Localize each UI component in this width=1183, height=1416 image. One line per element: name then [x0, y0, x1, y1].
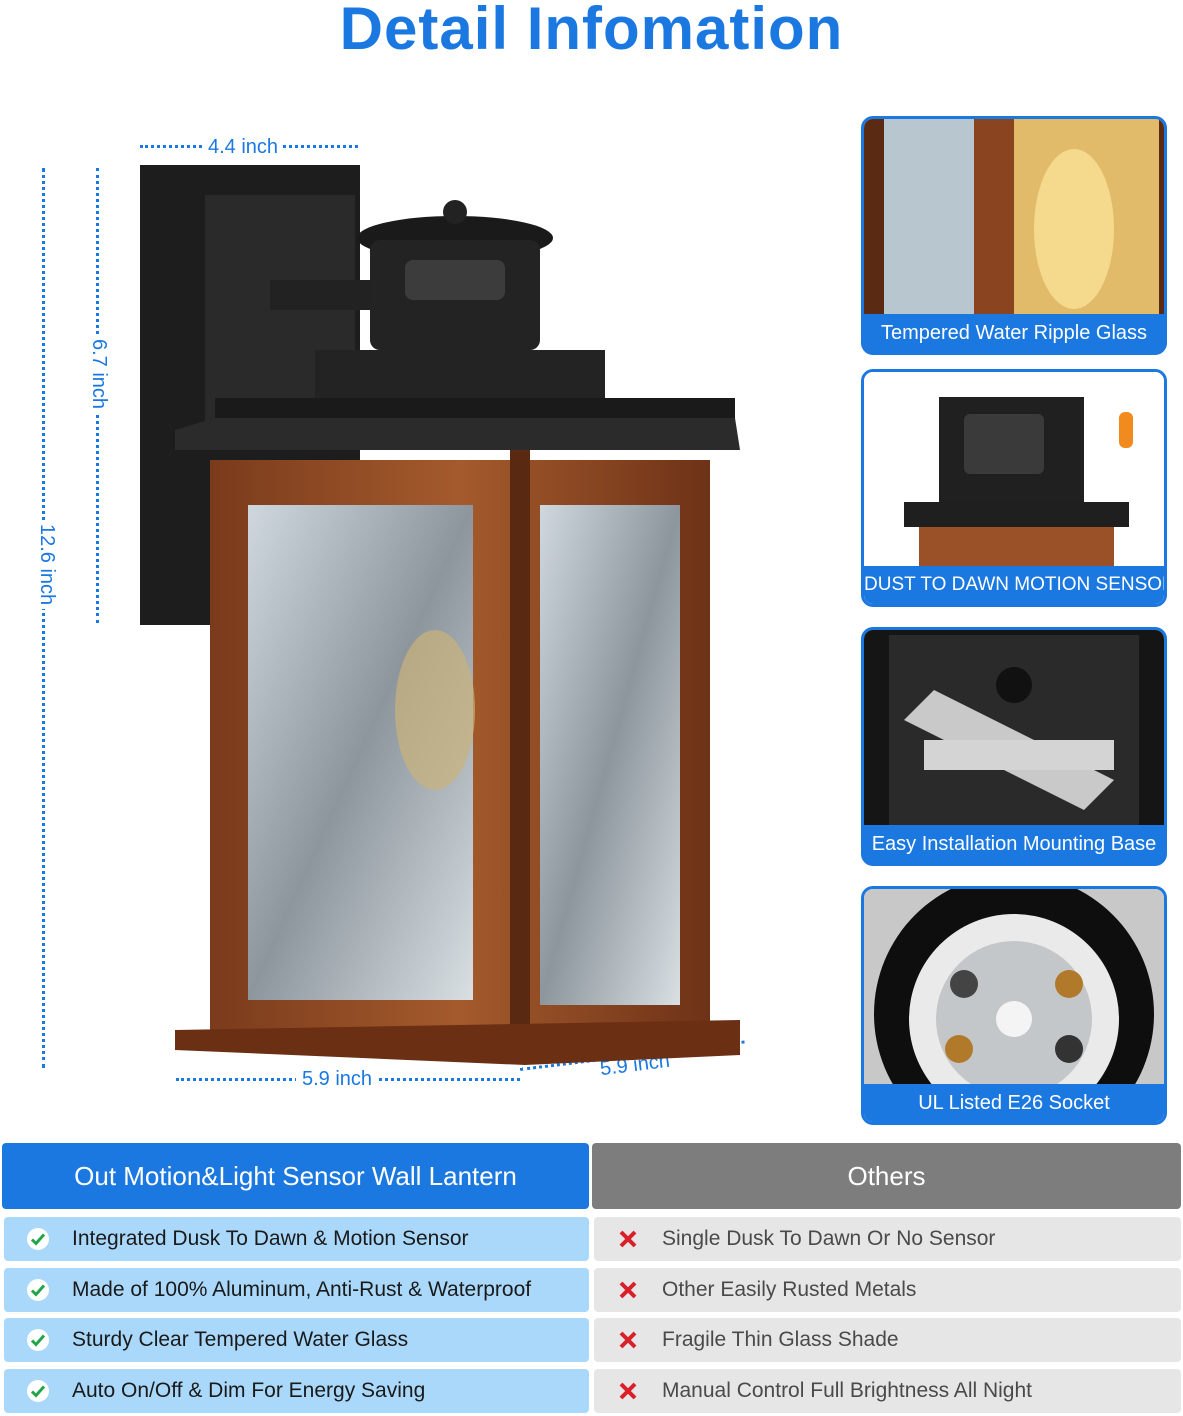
- feature-panel-mounting: Easy Installation Mounting Base: [861, 627, 1167, 866]
- motion-sensor-image: [864, 372, 1164, 604]
- feature-panel-glass: Tempered Water Ripple Glass: [861, 116, 1167, 355]
- dimension-width-bottom-left-label: 5.9 inch: [296, 1068, 379, 1091]
- others-row-text: Other Easily Rusted Metals: [662, 1278, 917, 1301]
- others-row: Manual Control Full Brightness All Night: [594, 1369, 1181, 1413]
- others-header: Others: [592, 1143, 1181, 1209]
- ours-row: Made of 100% Aluminum, Anti-Rust & Water…: [4, 1268, 589, 1312]
- cross-icon: [619, 1331, 637, 1349]
- others-row-text: Single Dusk To Dawn Or No Sensor: [662, 1227, 996, 1250]
- feature-label: DUST TO DAWN MOTION SENSOR: [864, 566, 1164, 604]
- cross-icon: [619, 1281, 637, 1299]
- feature-label: Easy Installation Mounting Base: [864, 825, 1164, 863]
- ours-row: Integrated Dusk To Dawn & Motion Sensor: [4, 1217, 589, 1261]
- others-row: Other Easily Rusted Metals: [594, 1268, 1181, 1312]
- cross-icon: [619, 1230, 637, 1248]
- dimension-height-upper-label: 6.7 inch: [87, 335, 110, 414]
- others-row: Fragile Thin Glass Shade: [594, 1318, 1181, 1362]
- e26-socket-image: [864, 889, 1164, 1122]
- others-row: Single Dusk To Dawn Or No Sensor: [594, 1217, 1181, 1261]
- check-icon: [27, 1279, 49, 1301]
- ripple-glass-image: [864, 119, 1164, 352]
- ours-row: Auto On/Off & Dim For Energy Saving: [4, 1369, 589, 1413]
- dimension-height-total-label: 12.6 inch: [35, 520, 58, 610]
- feature-label: UL Listed E26 Socket: [864, 1084, 1164, 1122]
- feature-panel-socket: UL Listed E26 Socket: [861, 886, 1167, 1125]
- others-row-text: Manual Control Full Brightness All Night: [662, 1379, 1033, 1402]
- check-icon: [27, 1228, 49, 1250]
- feature-label: Tempered Water Ripple Glass: [864, 314, 1164, 352]
- ours-row-text: Made of 100% Aluminum, Anti-Rust & Water…: [72, 1278, 532, 1301]
- cross-icon: [619, 1382, 637, 1400]
- mounting-base-image: [864, 630, 1164, 863]
- ours-row-text: Sturdy Clear Tempered Water Glass: [72, 1328, 409, 1351]
- ours-row-text: Integrated Dusk To Dawn & Motion Sensor: [72, 1227, 469, 1250]
- check-icon: [27, 1380, 49, 1402]
- page-title: Detail Infomation: [339, 0, 844, 62]
- wall-lantern-image: [140, 165, 740, 1065]
- ours-row-text: Auto On/Off & Dim For Energy Saving: [72, 1379, 426, 1402]
- check-icon: [27, 1329, 49, 1351]
- others-row-text: Fragile Thin Glass Shade: [662, 1328, 899, 1351]
- dimension-width-top-label: 4.4 inch: [204, 136, 283, 159]
- feature-panel-sensor: DUST TO DAWN MOTION SENSOR: [861, 369, 1167, 607]
- ours-header: Out Motion&Light Sensor Wall Lantern: [2, 1143, 589, 1209]
- ours-row: Sturdy Clear Tempered Water Glass: [4, 1318, 589, 1362]
